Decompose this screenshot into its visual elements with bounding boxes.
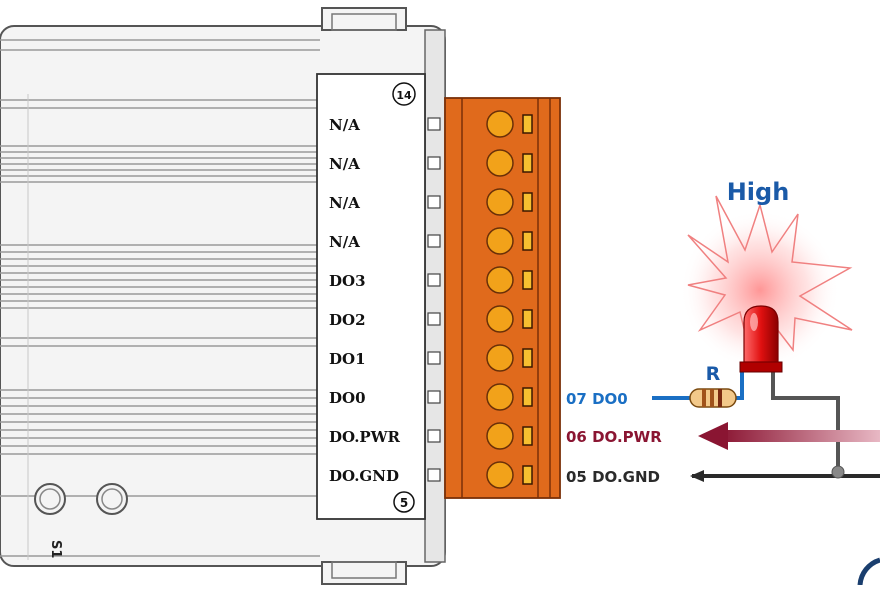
resistor: R — [689, 363, 737, 408]
terminal-screw[interactable] — [486, 188, 514, 216]
terminal-slot — [522, 231, 533, 251]
pin-tab — [427, 234, 441, 248]
terminal-screw[interactable] — [486, 110, 514, 138]
pin-bottom-badge — [393, 491, 415, 513]
terminal-slot — [522, 465, 533, 485]
pin-tab — [427, 312, 441, 326]
pin-tab — [427, 195, 441, 209]
wire-pwr — [698, 422, 880, 450]
pin-label: DO1 — [329, 350, 366, 368]
terminal-slot — [522, 114, 533, 134]
pin-label: N/A — [329, 155, 360, 173]
pin-tab — [427, 468, 441, 482]
junction-dot — [831, 465, 845, 479]
pin-label: DO2 — [329, 311, 366, 329]
label-do-pwr: 06 DO.PWR — [566, 428, 662, 446]
terminal-slot — [522, 153, 533, 173]
terminal-screw[interactable] — [486, 266, 514, 294]
terminal-screw[interactable] — [486, 344, 514, 372]
resistor-label: R — [706, 363, 721, 385]
terminal-screw[interactable] — [486, 149, 514, 177]
led: High — [727, 178, 790, 373]
wire-led-return — [771, 372, 840, 470]
led-state-label: High — [727, 178, 790, 206]
side-text: S1 — [48, 540, 63, 558]
terminal-block — [444, 97, 561, 499]
pin-top-badge — [392, 82, 416, 106]
pin-label: DO.GND — [329, 467, 399, 485]
pin-label: N/A — [329, 194, 360, 212]
pin-label: DO3 — [329, 272, 366, 290]
terminal-screw[interactable] — [486, 461, 514, 489]
pin-tab — [427, 117, 441, 131]
terminal-slot — [522, 192, 533, 212]
module-ridges — [0, 39, 320, 557]
led-burst — [687, 195, 853, 353]
pin-top-number: 14 — [396, 89, 412, 102]
terminal-screw[interactable] — [486, 305, 514, 333]
pin-tab — [427, 273, 441, 287]
pin-label: DO0 — [329, 389, 366, 407]
terminal-screw[interactable] — [486, 227, 514, 255]
terminal-slot — [522, 309, 533, 329]
wire-gnd — [690, 465, 880, 482]
terminal-slot — [522, 426, 533, 446]
pin-label: N/A — [329, 116, 360, 134]
corner-logo-fragment — [857, 557, 880, 586]
pin-tab — [427, 429, 441, 443]
pin-bottom-number: 5 — [400, 496, 408, 510]
pin-label: DO.PWR — [329, 428, 401, 446]
terminal-slot — [522, 348, 533, 368]
terminal-slot — [522, 270, 533, 290]
pin-tab — [427, 351, 441, 365]
pin-tab — [427, 156, 441, 170]
terminal-slot — [522, 387, 533, 407]
pin-tab — [427, 390, 441, 404]
label-do0: 07 DO0 — [566, 390, 628, 408]
wire-do0 — [652, 372, 744, 400]
terminal-screw[interactable] — [486, 422, 514, 450]
label-do-gnd: 05 DO.GND — [566, 468, 660, 486]
pin-label: N/A — [329, 233, 360, 251]
terminal-screw[interactable] — [486, 383, 514, 411]
led-glow — [680, 210, 840, 370]
